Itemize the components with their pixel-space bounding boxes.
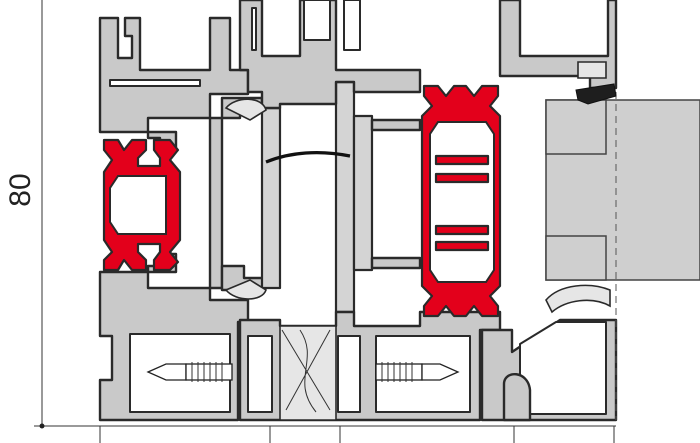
thermal-break-right <box>420 84 502 318</box>
dimension-label: 80 <box>4 173 37 206</box>
gaskets <box>224 61 617 314</box>
screw-right <box>375 362 460 382</box>
dimension-line <box>34 0 102 429</box>
screw-left <box>146 362 233 382</box>
outer-frame-profile <box>98 16 266 422</box>
thermal-break-left <box>102 138 182 272</box>
glass-pane <box>545 92 700 420</box>
baseline-ticks <box>99 425 616 443</box>
